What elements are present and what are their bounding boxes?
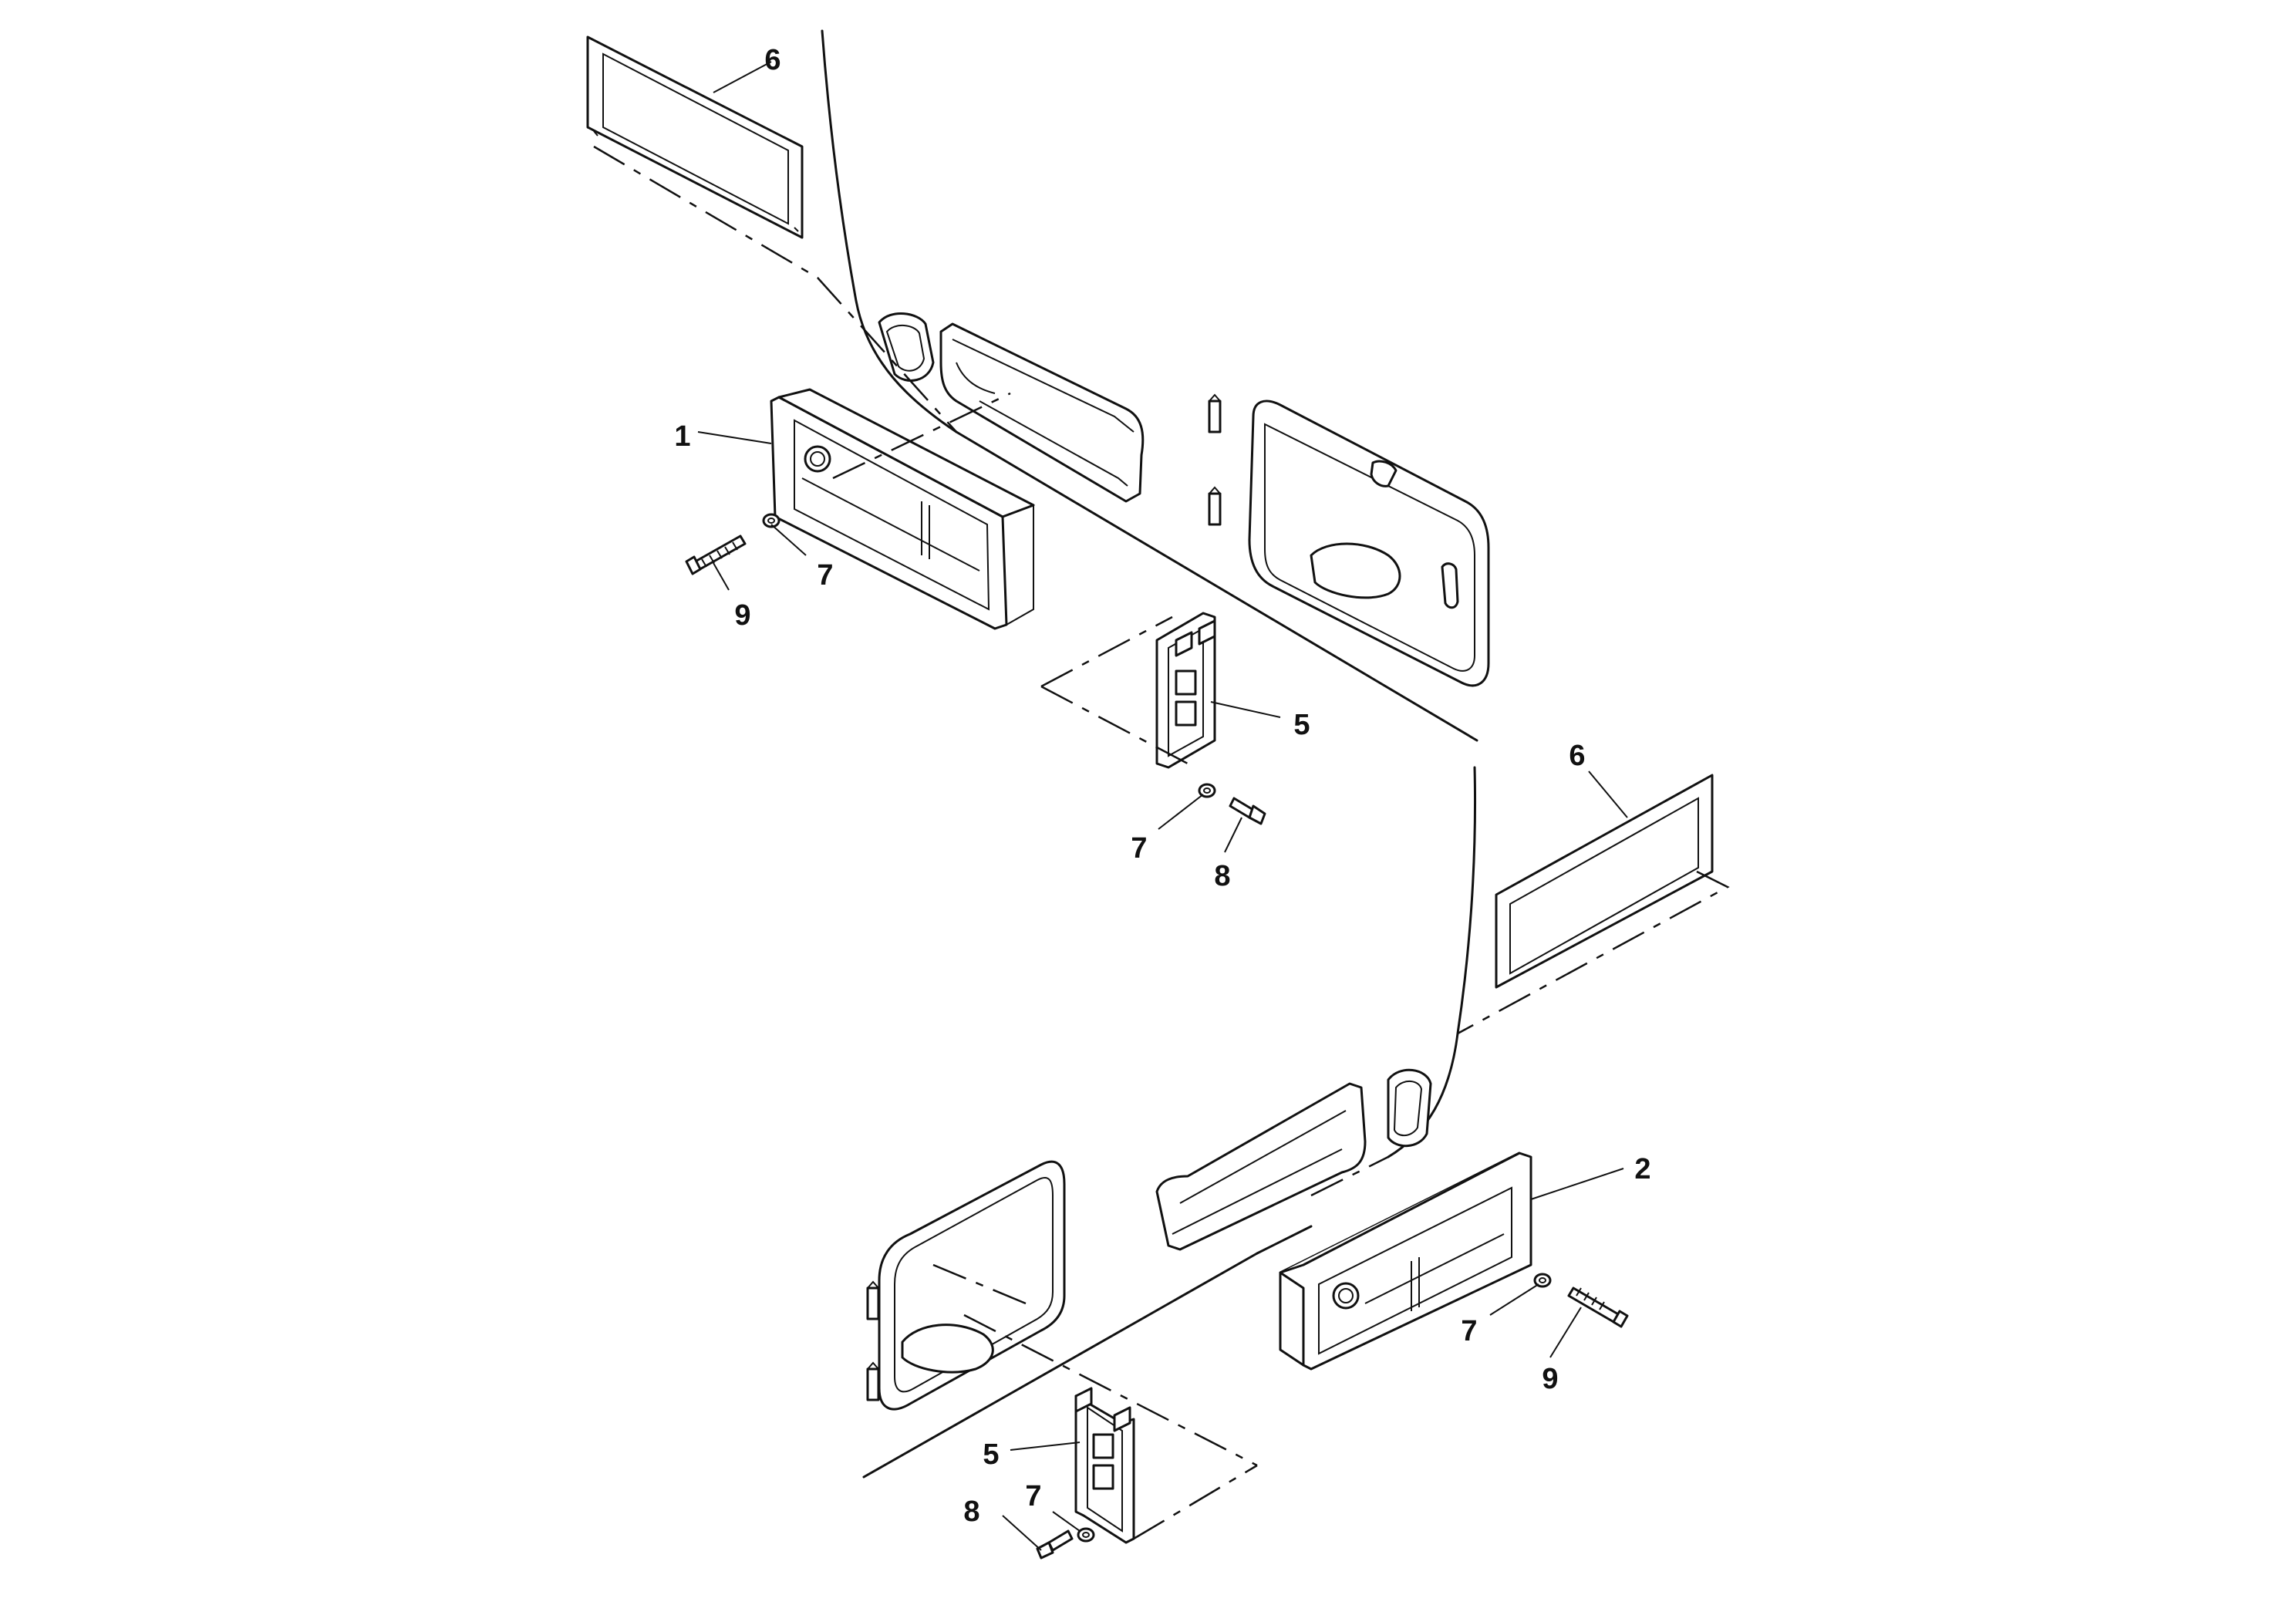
callout-7-lower-right: 7 bbox=[1461, 1315, 1477, 1347]
gasket-upper bbox=[586, 35, 804, 239]
callout-1: 1 bbox=[674, 420, 690, 453]
bracket-lower bbox=[1074, 1387, 1135, 1544]
lower-body-edge bbox=[1256, 1225, 1313, 1255]
leader-dashed-panel-lower bbox=[932, 1263, 1027, 1305]
bolt-9-lower bbox=[1567, 1286, 1629, 1328]
washer-7-lower-right bbox=[1533, 1273, 1552, 1288]
callout-numbers: 6 1 7 9 5 7 8 6 2 7 9 5 7 8 bbox=[674, 44, 1650, 1528]
washer-7-upper-left bbox=[762, 513, 781, 528]
upper-right-panel bbox=[1208, 393, 1490, 687]
callout-7-lower-left: 7 bbox=[1025, 1480, 1041, 1512]
callout-6-upper: 6 bbox=[764, 44, 781, 76]
callout-9-lower: 9 bbox=[1542, 1363, 1558, 1395]
callout-leaders bbox=[697, 61, 1628, 1551]
callout-8-lower: 8 bbox=[963, 1496, 979, 1528]
bezel-part-2 bbox=[1279, 1152, 1532, 1371]
callout-6-lower: 6 bbox=[1569, 740, 1585, 772]
bracket-upper bbox=[1155, 612, 1216, 769]
leader-dashed-bracket-lower bbox=[963, 1313, 1258, 1540]
callout-9-upper: 9 bbox=[734, 599, 750, 632]
screw-8-lower bbox=[1036, 1529, 1074, 1560]
leader-dashed-bezel-1 bbox=[832, 392, 1011, 480]
callout-7-upper-left: 7 bbox=[817, 559, 833, 592]
screw-8-upper bbox=[1229, 797, 1266, 825]
callout-5-upper: 5 bbox=[1293, 709, 1310, 741]
callout-5-lower: 5 bbox=[983, 1438, 999, 1471]
washer-7-lower-left bbox=[1077, 1527, 1095, 1543]
bolt-9-upper-left bbox=[685, 534, 747, 575]
gasket-lower bbox=[1495, 774, 1714, 989]
lower-left-panel bbox=[866, 1160, 1066, 1411]
leader-dashed-gasket-upper bbox=[593, 145, 957, 433]
leader-dashed-gasket-lower bbox=[1457, 870, 1730, 1035]
leader-dashed-bezel-2 bbox=[1310, 1155, 1389, 1197]
callout-2: 2 bbox=[1634, 1153, 1650, 1185]
bezel-part-1 bbox=[770, 388, 1035, 630]
washer-7-upper-right bbox=[1198, 783, 1216, 798]
lower-body-panel bbox=[862, 766, 1477, 1479]
leader-dashed-bracket-upper bbox=[1040, 615, 1188, 765]
callout-7-upper-right: 7 bbox=[1131, 832, 1147, 865]
upper-body-panel bbox=[821, 29, 1478, 742]
callout-8-upper: 8 bbox=[1214, 860, 1230, 892]
